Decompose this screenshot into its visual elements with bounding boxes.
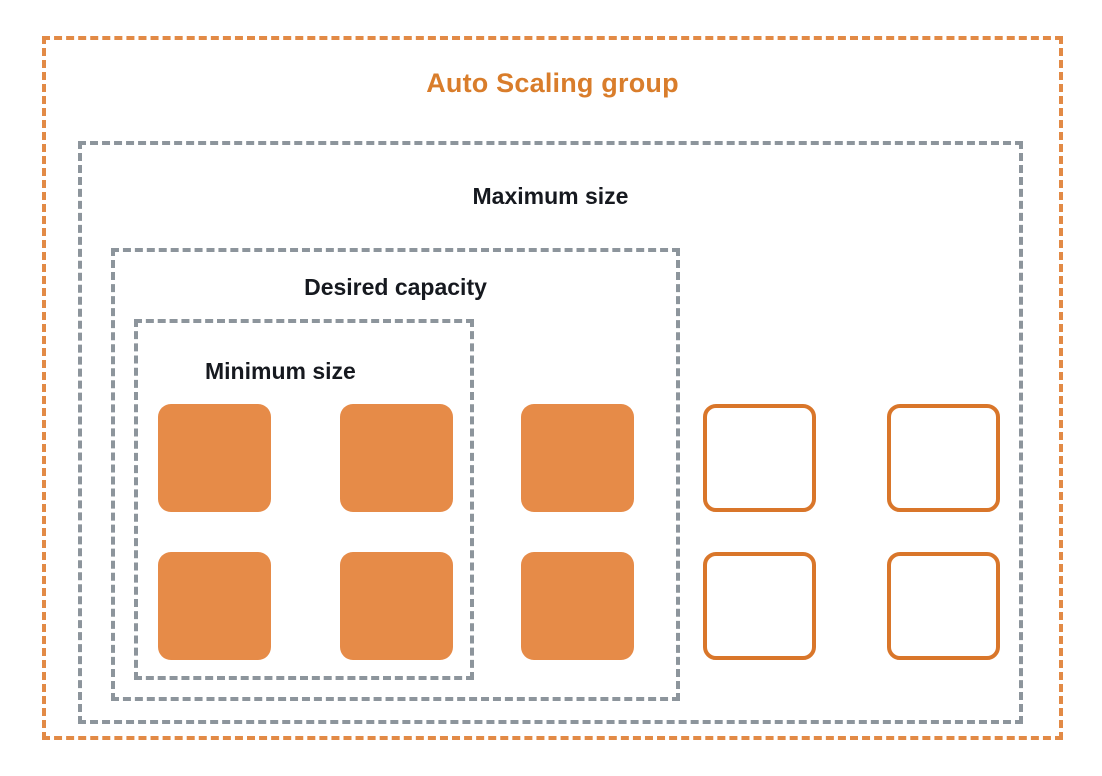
instance-potential — [887, 552, 1000, 660]
auto-scaling-group-title: Auto Scaling group — [426, 68, 679, 98]
maximum-size-label: Maximum size — [472, 183, 629, 209]
instance-running — [158, 404, 271, 512]
instance-running — [158, 552, 271, 660]
auto-scaling-group-boundary — [42, 36, 1063, 740]
instance-potential — [887, 404, 1000, 512]
minimum-size-label: Minimum size — [205, 358, 356, 384]
maximum-size-boundary — [78, 141, 1023, 724]
instance-potential — [703, 552, 816, 660]
instance-running — [521, 552, 634, 660]
instance-running — [340, 552, 453, 660]
minimum-size-boundary — [134, 319, 474, 680]
instance-running — [340, 404, 453, 512]
instance-running — [521, 404, 634, 512]
instance-potential — [703, 404, 816, 512]
desired-capacity-boundary — [111, 248, 680, 701]
desired-capacity-label: Desired capacity — [304, 274, 487, 300]
